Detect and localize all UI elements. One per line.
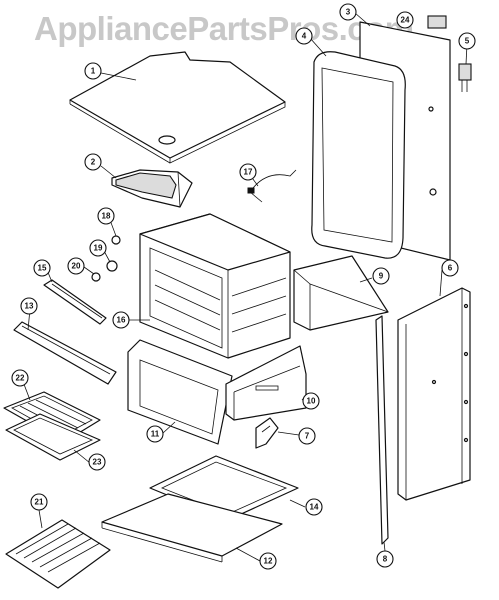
svg-text:18: 18 (102, 212, 111, 221)
side-rail (43, 279, 107, 325)
svg-text:15: 15 (38, 264, 47, 273)
callout-2: 2 (84, 153, 102, 171)
svg-text:3: 3 (346, 8, 351, 17)
svg-text:8: 8 (383, 555, 388, 564)
svg-text:21: 21 (35, 498, 44, 507)
svg-text:17: 17 (244, 168, 253, 177)
svg-text:16: 16 (117, 316, 126, 325)
rear-panel (293, 255, 389, 331)
floor-pan (101, 493, 283, 563)
callout-13: 13 (20, 297, 38, 315)
svg-text:12: 12 (264, 557, 273, 566)
svg-text:9: 9 (379, 272, 384, 281)
storage-drawer (225, 345, 307, 421)
callout-1: 1 (84, 62, 102, 80)
oven-cavity (139, 213, 291, 359)
callout-16: 16 (112, 311, 130, 329)
svg-text:2: 2 (91, 158, 96, 167)
callout-11: 11 (146, 425, 164, 443)
svg-text:7: 7 (305, 432, 310, 441)
svg-text:13: 13 (25, 302, 34, 311)
broiler-pan (3, 391, 101, 461)
svg-text:11: 11 (151, 430, 160, 439)
burner-bracket (111, 169, 193, 208)
door-latch (458, 63, 472, 92)
svg-text:22: 22 (16, 374, 25, 383)
svg-text:24: 24 (401, 16, 410, 25)
svg-text:1: 1 (91, 67, 96, 76)
door-frame (127, 339, 233, 445)
callout-12: 12 (259, 552, 277, 570)
callout-7: 7 (298, 427, 316, 445)
svg-text:10: 10 (307, 397, 316, 406)
callout-22: 22 (11, 369, 29, 387)
callout-20: 20 (67, 257, 85, 275)
callout-9: 9 (372, 267, 390, 285)
svg-text:5: 5 (465, 37, 470, 46)
vertical-trim (375, 315, 389, 545)
callout-14: 14 (305, 498, 323, 516)
wire-harness (247, 169, 297, 203)
svg-text:20: 20 (72, 262, 81, 271)
callout-21: 21 (30, 493, 48, 511)
svg-text:14: 14 (310, 503, 319, 512)
callout-17: 17 (239, 163, 257, 181)
callout-6: 6 (441, 259, 459, 277)
callout-10: 10 (302, 392, 320, 410)
callout-24: 24 (396, 11, 414, 29)
callout-18: 18 (97, 207, 115, 225)
callout-4: 4 (295, 27, 313, 45)
svg-text:19: 19 (94, 244, 103, 253)
side-panel (397, 287, 471, 501)
callout-23: 23 (88, 453, 106, 471)
svg-text:23: 23 (93, 458, 102, 467)
trim-strip (13, 321, 117, 385)
callout-15: 15 (33, 259, 51, 277)
callout-5: 5 (458, 32, 476, 50)
callout-3: 3 (339, 3, 357, 21)
svg-text:6: 6 (448, 264, 453, 273)
top-panel (69, 51, 286, 164)
door-gasket (311, 51, 406, 259)
callout-19: 19 (89, 239, 107, 257)
door-hinge (255, 417, 279, 449)
oven-rack (5, 519, 111, 589)
callout-8: 8 (376, 550, 394, 568)
svg-text:4: 4 (302, 32, 307, 41)
